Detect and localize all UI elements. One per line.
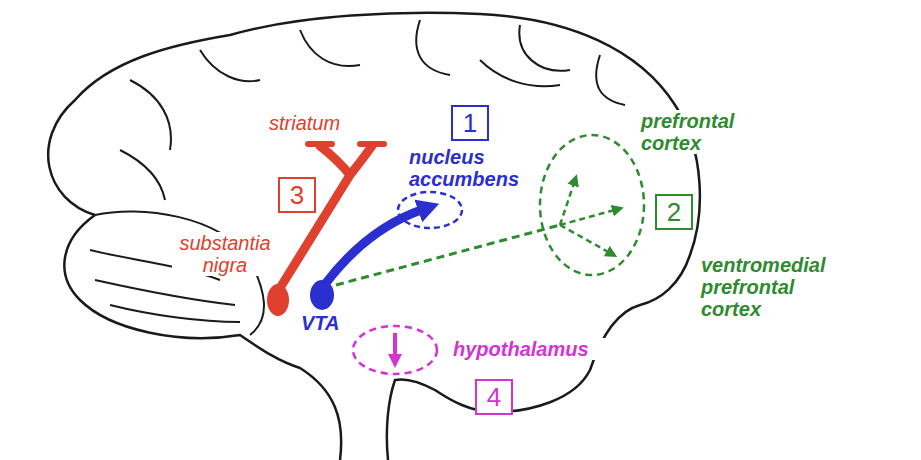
callout-number: 4 bbox=[487, 384, 501, 410]
region-label: prefrontal cortex bbox=[640, 110, 754, 154]
nigrostriatal-path bbox=[280, 146, 372, 288]
region-label: ventromedial prefrontal cortex bbox=[700, 254, 852, 320]
region-label: VTA bbox=[300, 312, 352, 334]
mesolimbic-path bbox=[326, 209, 424, 283]
callout-number: 2 bbox=[667, 199, 681, 225]
region-label: substantia nigra bbox=[172, 232, 278, 276]
brain-outline bbox=[48, 13, 700, 460]
prefrontal-region bbox=[540, 135, 644, 275]
inhibitory-bar bbox=[308, 141, 384, 147]
region-label: nucleus accumbens bbox=[408, 146, 510, 190]
prefrontal-arrow bbox=[560, 225, 612, 254]
callout-box: 1 bbox=[451, 105, 489, 141]
vta-body bbox=[310, 280, 334, 310]
hypothalamus-region bbox=[353, 326, 437, 374]
callout-box: 3 bbox=[278, 177, 316, 213]
callout-box: 4 bbox=[475, 379, 513, 415]
sulcus-line bbox=[120, 20, 625, 200]
hypothalamus-arrow bbox=[393, 333, 397, 360]
prefrontal-arrow bbox=[560, 209, 618, 225]
substantia-nigra-body bbox=[267, 284, 289, 316]
nucleus-accumbens-region bbox=[398, 192, 462, 228]
region-label: striatum bbox=[268, 112, 360, 134]
prefrontal-arrow bbox=[560, 180, 575, 225]
callout-box: 2 bbox=[655, 194, 693, 230]
callout-number: 1 bbox=[463, 110, 477, 136]
callout-number: 3 bbox=[290, 182, 304, 208]
region-label: hypothalamus bbox=[452, 338, 624, 360]
